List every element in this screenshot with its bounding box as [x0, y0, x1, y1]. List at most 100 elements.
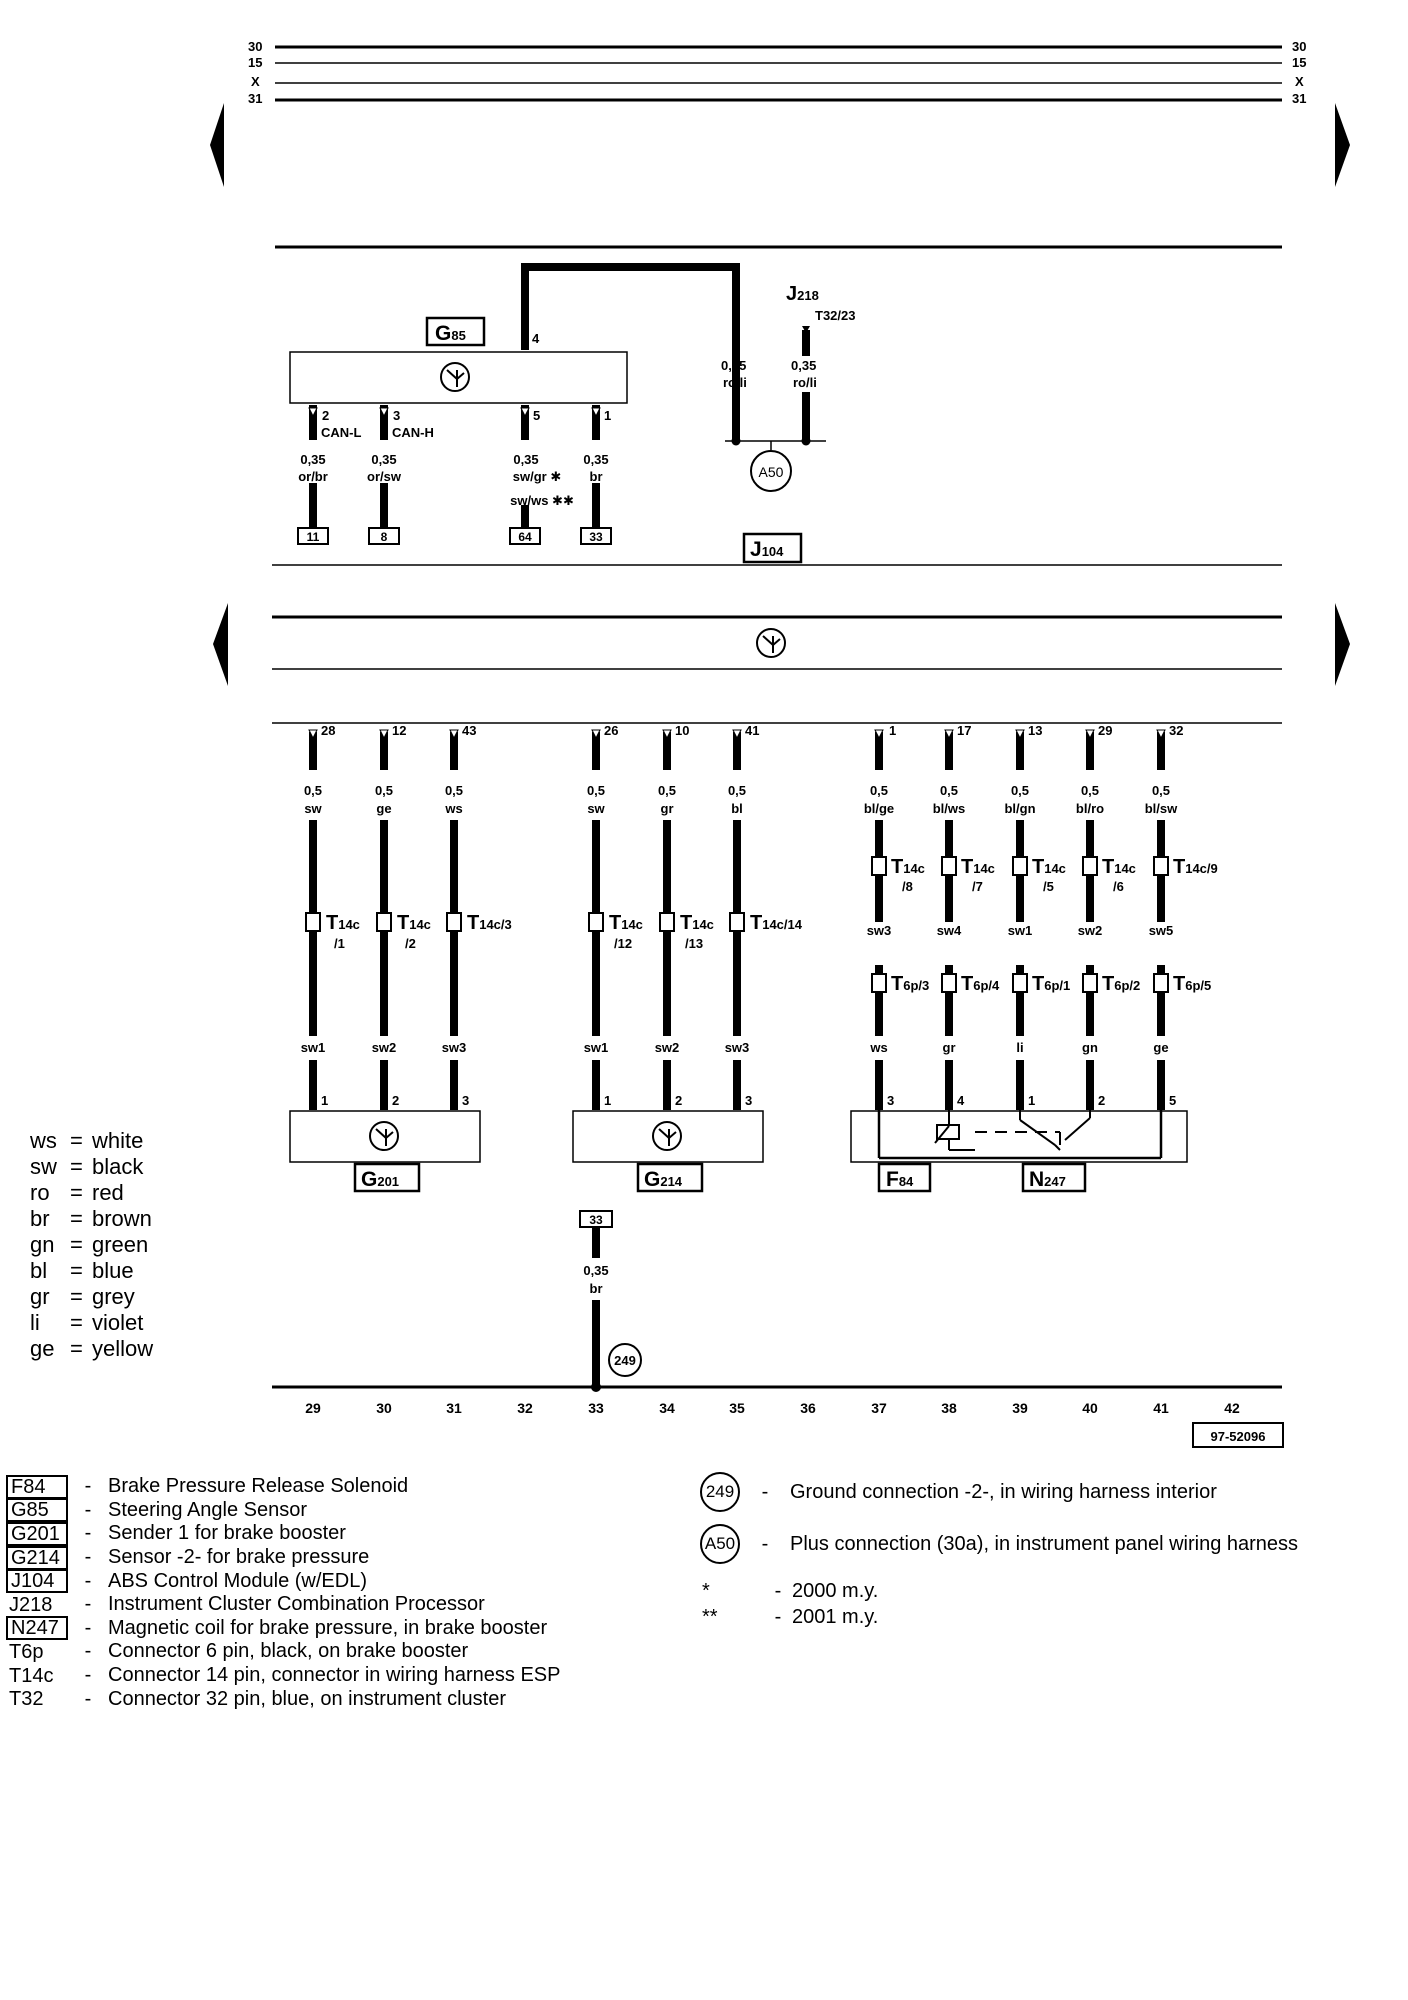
- rail-label-right: 31: [1292, 91, 1306, 106]
- connection-legend-row: 249 - Ground connection -2-, in wiring h…: [700, 1466, 1400, 1518]
- component-legend-row: F84-Brake Pressure Release Solenoid: [6, 1474, 666, 1499]
- component-desc: Sender 1 for brake booster: [108, 1522, 346, 1545]
- color-name: violet: [92, 1310, 144, 1335]
- color-name: grey: [92, 1284, 135, 1309]
- track-number: 34: [659, 1400, 675, 1416]
- g85-pin-4: 4: [532, 331, 540, 346]
- wire-id: sw3: [867, 923, 892, 938]
- t14c-connector-label: T14c: [397, 912, 431, 934]
- track-number: 32: [517, 1400, 533, 1416]
- rail-label-right: 30: [1292, 39, 1306, 54]
- component-desc: Steering Angle Sensor: [108, 1498, 308, 1521]
- f84-label-box: [877, 1162, 932, 1193]
- g201-pin-number: 3: [462, 1093, 469, 1108]
- a50-connection-circle: [750, 450, 792, 492]
- j104-pin-number: 28: [321, 723, 335, 738]
- control-unit-icon: [756, 628, 786, 658]
- color-code: gr: [30, 1284, 50, 1309]
- track-numbers: 29 30 31 32 33 34 35 36 37 38 39 40 41 4…: [305, 1400, 1240, 1416]
- t14c-connector-label: T14c/14: [750, 912, 803, 934]
- j218-label: J218: [786, 283, 819, 305]
- j104-terminal: [509, 527, 541, 545]
- rail-label-left: X: [251, 74, 260, 89]
- component-legend-row: G201-Sender 1 for brake booster: [6, 1521, 666, 1546]
- j104-pin-number: 43: [462, 723, 476, 738]
- j104-pin-number: 26: [604, 723, 618, 738]
- t14c-connector-label: T14c: [1102, 856, 1136, 878]
- wire-size: 0,5: [375, 783, 393, 798]
- year-legend-row: ** - 2001 m.y.: [700, 1604, 1400, 1630]
- g85-wire-color-alt: sw/ws ✱✱: [510, 493, 574, 508]
- legend-dash: -: [84, 1664, 92, 1687]
- color-name: red: [92, 1180, 124, 1205]
- j104-terminal-number: 64: [518, 530, 532, 544]
- next-page-arrow-icon[interactable]: [1335, 103, 1350, 187]
- component-legend-row: J218-Instrument Cluster Combination Proc…: [6, 1593, 666, 1617]
- wire-color: li: [1016, 1040, 1023, 1055]
- color-code: bl: [30, 1258, 48, 1283]
- j218-pin: T32/23: [815, 308, 855, 323]
- wire-id: sw4: [937, 923, 962, 938]
- ground-terminal-number: 33: [589, 1213, 603, 1227]
- wire-color: bl/ws: [933, 801, 966, 816]
- color-legend-row: ws=white: [30, 1128, 144, 1153]
- component-legend-row: N247-Magnetic coil for brake pressure, i…: [6, 1616, 666, 1641]
- wiring-diagram: 30 15 X 31 30 15 X 31 G85 4 J218 T32/23 …: [210, 39, 1350, 1448]
- a50-connection-icon: A50: [700, 1524, 740, 1564]
- g85-label: G85: [435, 322, 466, 345]
- t14c-connector-label: T14c: [609, 912, 643, 934]
- g85-wire-size: 0,35: [300, 452, 325, 467]
- wire-size: 0,5: [445, 783, 463, 798]
- wire-id: sw3: [442, 1040, 467, 1055]
- component-legend-row: G214-Sensor -2- for brake pressure: [6, 1545, 666, 1570]
- g85-label-box: [425, 316, 486, 347]
- connection-legend-row: A50 - Plus connection (30a), in instrume…: [700, 1518, 1400, 1570]
- component-legend-row: T32-Connector 32 pin, blue, on instrumen…: [6, 1687, 666, 1711]
- component-desc: ABS Control Module (w/EDL): [108, 1569, 367, 1592]
- j104-label: J104: [750, 538, 784, 561]
- legend-dash: -: [774, 1579, 782, 1602]
- connection-legend: 249 - Ground connection -2-, in wiring h…: [700, 1466, 1400, 1630]
- track-number: 39: [1012, 1400, 1028, 1416]
- prev-page-arrow-icon[interactable]: [210, 103, 224, 187]
- color-legend-row: li=violet: [30, 1310, 144, 1335]
- color-name: brown: [92, 1206, 152, 1231]
- color-legend-row: gn=green: [30, 1232, 149, 1257]
- component-code: N247: [6, 1616, 68, 1641]
- color-code: br: [30, 1206, 50, 1231]
- year-symbol: *: [702, 1579, 710, 1602]
- j104-pin-number: 10: [675, 723, 689, 738]
- component-desc: Instrument Cluster Combination Processor: [108, 1593, 485, 1616]
- connection-desc: Plus connection (30a), in instrument pan…: [790, 1532, 1299, 1555]
- n247-pin-number: 2: [1098, 1093, 1105, 1108]
- rail-label-left: 31: [248, 91, 262, 106]
- component-code: J104: [6, 1569, 68, 1594]
- g85-pin: 5: [533, 408, 540, 423]
- g85-body: [289, 351, 628, 404]
- g201-label: G201: [361, 1168, 399, 1191]
- a50-wire-color: ro/li: [793, 375, 817, 390]
- sensor-icon: [369, 1121, 399, 1151]
- legend-dash: -: [761, 1532, 769, 1555]
- g85-wires: [308, 405, 601, 527]
- g85-wire-color: or/sw: [367, 469, 402, 484]
- component-code: F84: [6, 1474, 68, 1499]
- wire-color: ge: [376, 801, 391, 816]
- next-page-arrow-icon[interactable]: [1335, 603, 1350, 686]
- wire-color: bl/ro: [1076, 801, 1104, 816]
- track-number: 38: [941, 1400, 957, 1416]
- component-legend-row: J104-ABS Control Module (w/EDL): [6, 1569, 666, 1594]
- connection-desc: Ground connection -2-, in wiring harness…: [790, 1480, 1217, 1503]
- track-number: 41: [1153, 1400, 1169, 1416]
- supply-rails: [275, 45, 1282, 102]
- prev-page-arrow-icon[interactable]: [213, 603, 228, 686]
- t14c-connector-pin: /2: [405, 936, 416, 951]
- j104-pin-number: 29: [1098, 723, 1112, 738]
- wire-size: 0,5: [728, 783, 746, 798]
- track-number: 37: [871, 1400, 887, 1416]
- j104-pin-number: 13: [1028, 723, 1042, 738]
- ground-249-icon: 249: [700, 1472, 740, 1512]
- color-code: gn: [30, 1232, 55, 1257]
- component-code: G201: [6, 1521, 68, 1546]
- g201-body: [289, 1110, 481, 1163]
